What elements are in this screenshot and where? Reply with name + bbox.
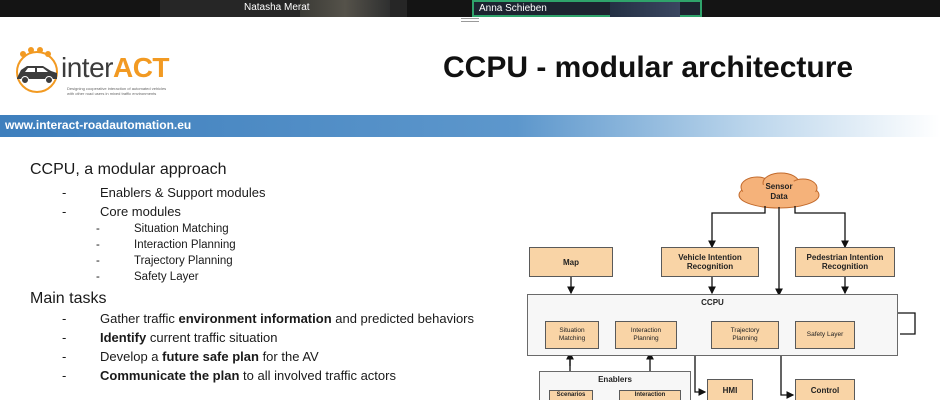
logo-wordmark: interACT — [61, 52, 170, 83]
participant-name: Anna Schieben — [479, 3, 547, 14]
slide-title: CCPU - modular architecture — [443, 51, 854, 84]
ccpu-label: CCPU — [701, 298, 724, 307]
video-participant-strip: Natasha Merat Anna Schieben — [0, 0, 940, 17]
participant-video — [610, 2, 680, 17]
safety-layer-module: Safety Layer — [795, 321, 855, 349]
participant-video — [300, 0, 390, 17]
participant-name: Natasha Merat — [244, 2, 310, 13]
sensor-data-label: Sensor — [765, 182, 792, 191]
diagram-connectors: Sensor Data — [566, 172, 916, 399]
logo-tagline: Designing cooperative interaction of aut… — [67, 86, 167, 96]
car-logo-icon — [16, 47, 58, 93]
sensor-data-label: Data — [770, 192, 788, 201]
participant-tile[interactable]: Natasha Merat — [160, 0, 407, 17]
website-band: www.interact-roadautomation.eu — [0, 115, 940, 137]
participant-tile-active-speaker[interactable]: Anna Schieben — [472, 0, 702, 17]
interaction-strategies-catalogue-module: Interaction — [619, 390, 681, 400]
interact-logo: interACT Designing cooperative interacti… — [13, 46, 170, 98]
enablers-label: Enablers — [598, 375, 632, 384]
website-url: www.interact-roadautomation.eu — [5, 118, 192, 132]
architecture-diagram: Sensor Data — [525, 172, 940, 400]
bullet-heading: CCPU, a modular approach — [30, 161, 227, 178]
map-module: Map — [529, 247, 613, 277]
resize-handle-icon[interactable] — [461, 18, 479, 24]
sensor-data-cloud — [738, 172, 820, 209]
control-module: Control — [795, 379, 855, 400]
bullet-heading: Main tasks — [30, 290, 107, 307]
scenarios-catalogue-module: Scenarios — [549, 390, 593, 400]
shared-slide: interACT Designing cooperative interacti… — [0, 25, 940, 400]
hmi-module: HMI — [707, 379, 753, 400]
